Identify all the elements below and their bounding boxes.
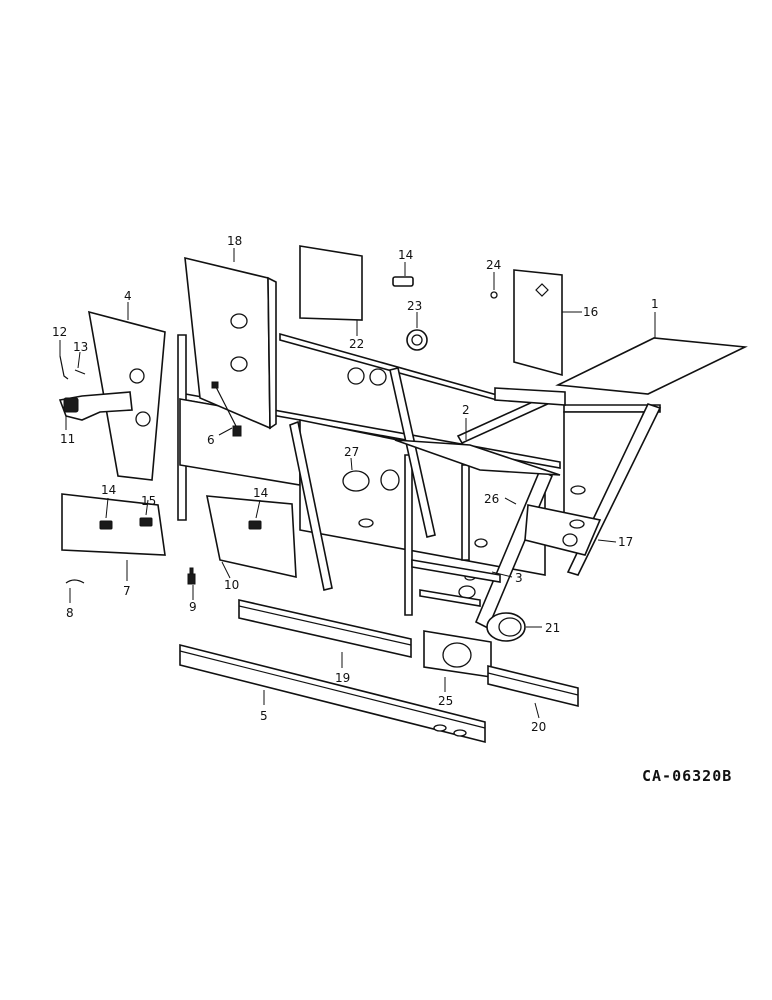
callout-6: 6 (207, 433, 215, 447)
callout-17: 17 (618, 535, 633, 549)
callout-7: 7 (123, 584, 131, 598)
callout-10: 10 (224, 578, 239, 592)
part-collar-21 (486, 612, 526, 642)
part-handle-6 (211, 381, 242, 437)
callout-16: 16 (583, 305, 598, 319)
callout-2: 2 (462, 403, 470, 417)
part-ring-23 (406, 329, 428, 351)
callout-4: 4 (124, 289, 132, 303)
part-washer-24 (490, 291, 498, 299)
callout-3: 3 (515, 571, 523, 585)
part-panel-18 (184, 256, 277, 430)
leader-lines (59, 248, 656, 719)
part-handle-8 (65, 579, 85, 584)
part-angle-20 (487, 664, 579, 708)
part-plate-16 (513, 269, 563, 377)
callout-15: 15 (141, 494, 156, 508)
callout-23: 23 (407, 299, 422, 313)
callout-5: 5 (260, 709, 268, 723)
part-beam-5 (179, 643, 486, 744)
callout-1: 1 (651, 297, 659, 311)
callout-19: 19 (335, 671, 350, 685)
drawing-code: CA-06320B (642, 767, 732, 785)
part-panel-1 (555, 337, 748, 395)
callout-9: 9 (189, 600, 197, 614)
part-plate-22 (299, 245, 363, 321)
part-pin-13 (74, 369, 86, 375)
part-bracket-25 (423, 630, 492, 678)
callout-25: 25 (438, 694, 453, 708)
callout-13: 13 (73, 340, 88, 354)
callout-20: 20 (531, 720, 546, 734)
callout-11: 11 (60, 432, 75, 446)
callout-8: 8 (66, 606, 74, 620)
callout-12: 12 (52, 325, 67, 339)
callout-27: 27 (344, 445, 359, 459)
part-latch-11 (58, 391, 133, 421)
part-panel-10 (206, 495, 297, 579)
part-channel-19 (238, 598, 412, 659)
callout-14a: 14 (101, 483, 116, 497)
callout-26: 26 (484, 492, 499, 506)
part-pad-14-top (392, 276, 414, 287)
callout-24: 24 (486, 258, 501, 272)
callout-22: 22 (349, 337, 364, 351)
callouts: 1 2 3 4 5 6 7 8 9 10 11 12 13 14 14 14 1… (52, 234, 732, 785)
part-rod-12 (59, 355, 69, 380)
callout-18: 18 (227, 234, 242, 248)
part-plate-7 (61, 493, 166, 556)
part-clip-9 (187, 567, 196, 585)
callout-14b: 14 (253, 486, 268, 500)
callout-14c: 14 (398, 248, 413, 262)
callout-21: 21 (545, 621, 560, 635)
